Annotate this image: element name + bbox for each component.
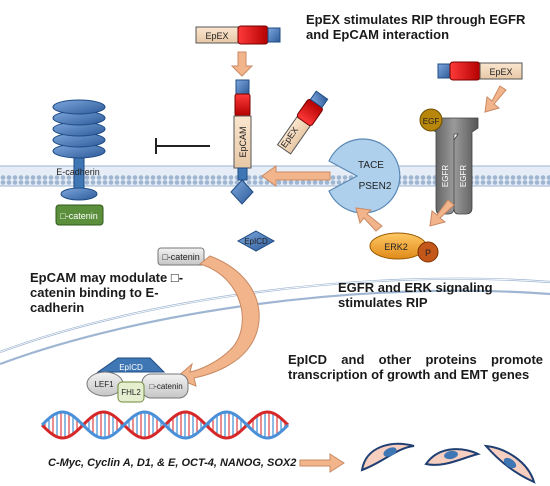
egfr-left-label: EGFR: [441, 165, 450, 187]
egfr-right-label: EGFR: [459, 165, 468, 187]
epex-right-label: EpEX: [489, 67, 512, 77]
gene-list: C-Myc, Cyclin A, D1, & E, OCT-4, NANOG, …: [48, 457, 297, 469]
caption-epcam-catenin: EpCAM may modulate □-catenin binding to …: [30, 270, 184, 315]
dna-helix: [40, 410, 290, 440]
beta-catenin-membrane-label: □-catenin: [60, 211, 97, 221]
phospho-label: P: [425, 248, 431, 258]
caption-top: EpEX stimulates RIP through EGFR and EpC…: [306, 12, 526, 42]
epex-top-label: EpEX: [205, 31, 228, 41]
e-cadherin-complex: [52, 99, 106, 226]
arrow-egfr-to-erk: [429, 199, 455, 227]
arrow-nuclear-translocation: [175, 255, 260, 387]
nuclear-transcription-complex: [86, 357, 189, 403]
arrow-tace-to-epcam: [261, 165, 331, 187]
arrow-erk-to-tace: [355, 207, 383, 232]
arrow-to-emt-cells: [299, 453, 345, 473]
beta-catenin-cytoplasm: [157, 247, 205, 266]
caption-egfr-erk: EGFR and ERK signaling stimulates RIP: [338, 280, 493, 310]
erk2-label: ERK2: [384, 242, 408, 252]
arrow-epex-to-epcam: [230, 51, 254, 77]
inhibition-bar: [155, 138, 210, 154]
erk2-complex: [369, 232, 439, 263]
fhl2-label: FHL2: [121, 388, 141, 397]
epex-right-molecule: [437, 61, 523, 81]
caption-epicd-transcription: EpICD and other proteins promote transcr…: [288, 352, 543, 382]
arrow-epex-to-egfr: [484, 85, 507, 113]
epex-cleaved-molecule: [276, 90, 329, 155]
epicd-nucleus-label: EpICD: [119, 363, 143, 372]
dna-strand-blue: [40, 410, 290, 440]
emt-cells: [360, 442, 536, 484]
epex-top-molecule: [195, 25, 281, 45]
egfr-dimer: [419, 108, 479, 215]
psen2-label: PSEN2: [359, 181, 392, 192]
e-cadherin-label: E-cadherin: [56, 167, 100, 177]
epicd-cytoplasm: [236, 230, 276, 252]
tace-label: TACE: [358, 160, 384, 171]
epcam-label: EpCAM: [238, 126, 248, 157]
beta-catenin-cytoplasm-label: □-catenin: [162, 252, 199, 262]
epicd-cytoplasm-label: EpICD: [244, 237, 268, 246]
epcam-receptor: [230, 79, 254, 205]
beta-catenin-nucleus-label: □-catenin: [149, 382, 182, 391]
lef1-label: LEF1: [94, 380, 114, 389]
tace-psen2-complex: [328, 138, 401, 214]
egf-label: EGF: [423, 117, 440, 126]
